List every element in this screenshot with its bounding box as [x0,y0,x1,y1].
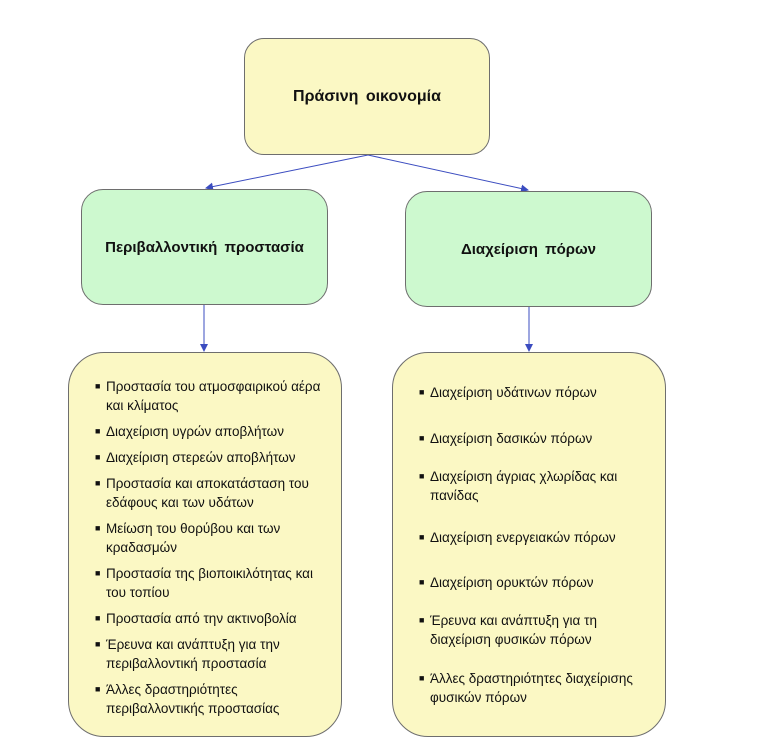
list-item: ■Προστασία του ατμοσφαιρικού αέρα και κλ… [95,379,321,413]
list-item: ■Διαχείριση στερεών αποβλήτων [95,450,296,465]
list-item: ■Διαχείριση δασικών πόρων [419,431,593,446]
category-title: Διαχείριση πόρων [460,240,597,258]
square-bullet-icon: ■ [419,387,425,397]
list-item: ■Άλλες δραστηριότητες περιβαλλοντικής πρ… [95,682,280,716]
list-item: ■Προστασία από την ακτινοβολία [95,611,297,626]
arrow-root-to-right [367,154,529,193]
root-title: Πράσινη οικονομία [293,87,441,105]
list-item: ■Έρευνα και ανάπτυξη για την περιβαλλοντ… [95,637,280,671]
square-bullet-icon: ■ [419,577,425,587]
square-bullet-icon: ■ [95,452,101,462]
arrow-root-to-left [205,154,369,191]
list-item: ■Διαχείριση άγριας χλωρίδας και πανίδας [419,469,618,503]
list-item: ■Μείωση του θορύβου και των κραδασμών [95,521,281,555]
resource-management-list: ■Διαχείριση υδάτινων πόρων ■Διαχείριση δ… [392,352,666,737]
list-item: ■Διαχείριση υδάτινων πόρων [419,385,597,400]
square-bullet-icon: ■ [95,684,101,694]
list-item: ■Προστασία και αποκατάσταση του εδάφους … [95,476,309,510]
square-bullet-icon: ■ [95,523,101,533]
square-bullet-icon: ■ [95,426,101,436]
root-node: Πράσινη οικονομία [244,38,490,155]
environmental-protection-list: ■Προστασία του ατμοσφαιρικού αέρα και κλ… [68,352,342,737]
square-bullet-icon: ■ [95,568,101,578]
category-resource-management: Διαχείριση πόρων [405,191,652,307]
square-bullet-icon: ■ [419,673,425,683]
list-item: ■Διαχείριση ενεργειακών πόρων [419,530,616,545]
category-environmental-protection: Περιβαλλοντική προστασία [81,189,328,305]
square-bullet-icon: ■ [95,613,101,623]
category-title: Περιβαλλοντική προστασία [105,238,304,256]
square-bullet-icon: ■ [95,478,101,488]
square-bullet-icon: ■ [419,532,425,542]
list-item: ■Έρευνα και ανάπτυξη για τη διαχείριση φ… [419,613,597,647]
list-item: ■Προστασία της βιοποικιλότητας και του τ… [95,566,313,600]
list-item: ■Διαχείριση υγρών αποβλήτων [95,424,284,439]
list-item: ■Διαχείριση ορυκτών πόρων [419,575,594,590]
square-bullet-icon: ■ [419,615,425,625]
square-bullet-icon: ■ [95,639,101,649]
square-bullet-icon: ■ [419,433,425,443]
square-bullet-icon: ■ [419,471,425,481]
square-bullet-icon: ■ [95,381,101,391]
list-item: ■Άλλες δραστηριότητες διαχείρισης φυσικώ… [419,671,633,705]
